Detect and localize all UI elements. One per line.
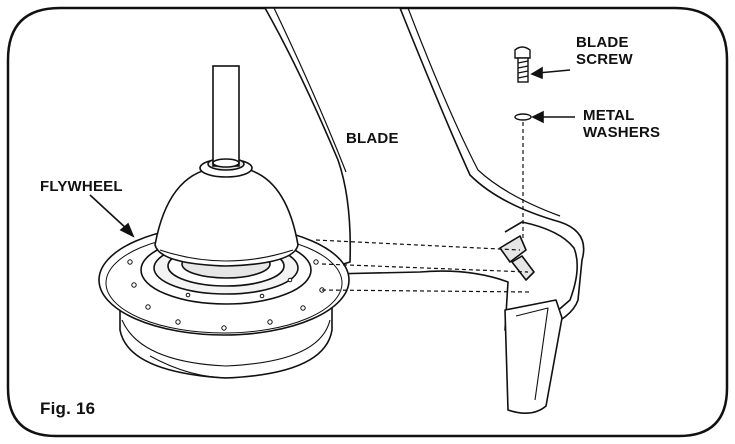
blade-screw-label: BLADE SCREW bbox=[576, 34, 633, 68]
blade-screw-label-line1: BLADE bbox=[576, 34, 629, 51]
alignment-lines bbox=[315, 239, 533, 293]
blade bbox=[264, 7, 585, 414]
blade-screw bbox=[514, 46, 531, 83]
blade-label: BLADE bbox=[346, 130, 399, 147]
flywheel-label: FLYWHEEL bbox=[40, 178, 123, 195]
flywheel bbox=[98, 65, 350, 379]
metal-washers-label-line2: WASHERS bbox=[583, 124, 661, 141]
figure-frame bbox=[6, 6, 729, 438]
blade-screw-label-line2: SCREW bbox=[576, 51, 633, 68]
figure-caption: Fig. 16 bbox=[40, 399, 96, 418]
blade-tip bbox=[504, 299, 563, 414]
metal-washers-label: METAL WASHERS bbox=[583, 107, 660, 141]
metal-washer bbox=[514, 113, 532, 121]
metal-washers-label-line1: METAL bbox=[583, 107, 635, 124]
callout-arrows bbox=[89, 66, 575, 238]
